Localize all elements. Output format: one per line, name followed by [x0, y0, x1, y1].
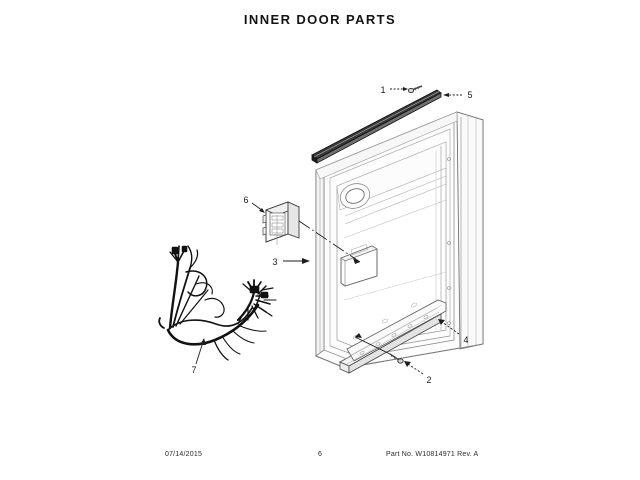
- assembly-centerline-arrowhead: [353, 258, 360, 264]
- door-dispenser-pocket-lip: [340, 245, 378, 262]
- harness-left-connector-e: [187, 245, 193, 269]
- harness-right-conn-13: [259, 307, 273, 317]
- door-ridge-2: [344, 183, 447, 225]
- harness-connector-body-3: [171, 246, 179, 255]
- harness-connector-body-2: [260, 291, 269, 299]
- bottom-screw-thread-2: [390, 354, 393, 358]
- harness-lower-wire-4: [239, 325, 267, 332]
- leader-7-arrowhead: [200, 338, 206, 345]
- footer-page-number: 6: [317, 451, 323, 458]
- lower-rail-groove-2: [346, 311, 440, 365]
- leader-2-arrowhead: [404, 361, 411, 367]
- harness-right-conn-11: [261, 287, 274, 291]
- lower-trim-screw-group[interactable]: [354, 333, 404, 364]
- harness-left-branch-3: [175, 275, 200, 327]
- callout-numbers[interactable]: 1 5 6 3 7 4 2: [191, 85, 472, 385]
- upper-trim-highlight: [313, 91, 440, 158]
- harness-loop-3: [204, 297, 225, 318]
- assembly-centerline-vent-to-door: [298, 220, 361, 263]
- harness-left-branch-4: [179, 289, 209, 325]
- harness-connector-body-4: [181, 245, 188, 253]
- callout-number-2[interactable]: 2: [426, 375, 431, 385]
- harness-lower-wire-1: [213, 339, 229, 361]
- harness-left-connector-b: [177, 245, 180, 263]
- door-wire-harness-group[interactable]: [158, 245, 277, 361]
- harness-left-branch-1: [168, 260, 180, 330]
- door-frame-fastener-1: [447, 157, 451, 161]
- callout-number-7[interactable]: 7: [191, 365, 196, 375]
- bottom-screw-head: [397, 358, 404, 364]
- vent-module-inner-cavity: [269, 212, 286, 236]
- callout-number-5[interactable]: 5: [467, 90, 472, 100]
- harness-left-connector-d: [169, 251, 179, 263]
- harness-loop-1: [185, 270, 208, 297]
- door-frame-fastener-2: [447, 241, 451, 245]
- top-screw-thread-1: [414, 87, 417, 91]
- callout-number-4[interactable]: 4: [463, 335, 468, 345]
- leader-1-arrowhead: [403, 87, 408, 91]
- door-top-band: [315, 111, 458, 180]
- harness-right-conn-14: [237, 311, 245, 325]
- lower-rail-groove-3: [350, 304, 443, 356]
- top-screw-thread-2: [417, 86, 420, 90]
- door-ridge-4: [343, 271, 447, 301]
- callout-number-6[interactable]: 6: [243, 195, 248, 205]
- leader-5-arrowhead: [443, 93, 449, 97]
- harness-loop-2: [195, 282, 213, 295]
- harness-lower-wire-2: [221, 335, 241, 355]
- door-frame-fastener-4: [447, 321, 451, 325]
- bottom-screw-install-arrowhead: [355, 333, 362, 338]
- vent-module-louver-3: [271, 228, 284, 234]
- upper-door-trim-strip-group[interactable]: [311, 89, 442, 164]
- vent-module-louver-1: [271, 215, 284, 221]
- vent-module-right-face: [287, 201, 300, 239]
- harness-right-conn-9: [251, 305, 259, 319]
- leader-4: [441, 321, 460, 335]
- harness-left-connector-f: [189, 249, 199, 269]
- door-dispenser-detail: [350, 244, 369, 256]
- bottom-screw-install-line: [354, 336, 391, 355]
- harness-end-terminal: [158, 317, 165, 329]
- leader-4-arrowhead: [438, 319, 445, 325]
- leader-3-arrowhead: [302, 258, 310, 264]
- leader-2: [407, 363, 424, 375]
- top-screw-head: [407, 87, 415, 94]
- callout-number-1[interactable]: 1: [380, 85, 385, 95]
- leader-7: [195, 341, 204, 365]
- lower-rail-groove-1: [344, 307, 438, 360]
- vent-module-tab-left-2: [262, 226, 267, 236]
- harness-right-conn-7: [255, 299, 271, 305]
- page-title: INNER DOOR PARTS: [243, 12, 397, 27]
- leader-6-arrowhead: [259, 208, 265, 213]
- upper-trim-lower-face: [316, 92, 442, 164]
- footer-part-number: Part No. W10814971 Rev. A: [386, 451, 479, 458]
- lower-door-trim-rail-group[interactable]: [338, 299, 447, 374]
- harness-lower-wire-3: [231, 329, 255, 344]
- callout-leaders: [195, 87, 462, 375]
- vent-module-louver-2: [271, 222, 284, 228]
- lower-rail-perforations: [359, 315, 429, 355]
- harness-right-conn-5: [242, 283, 251, 291]
- door-ridge-1: [344, 175, 447, 217]
- harness-trunk-return: [167, 307, 253, 331]
- callout-number-3[interactable]: 3: [272, 257, 277, 267]
- footer-date: 07/14/2015: [165, 451, 203, 458]
- vent-fan-module-group[interactable]: [262, 201, 301, 245]
- top-trim-screw-group[interactable]: [407, 85, 423, 94]
- door-circular-port-inner: [345, 188, 365, 204]
- vent-module-tab-left: [262, 214, 267, 224]
- door-ridge-3: [343, 199, 447, 239]
- harness-left-branch-2: [172, 267, 191, 328]
- harness-connector-body-1: [249, 285, 260, 294]
- door-frame-fastener-3: [447, 286, 451, 290]
- bottom-screw-thread-1: [393, 355, 396, 360]
